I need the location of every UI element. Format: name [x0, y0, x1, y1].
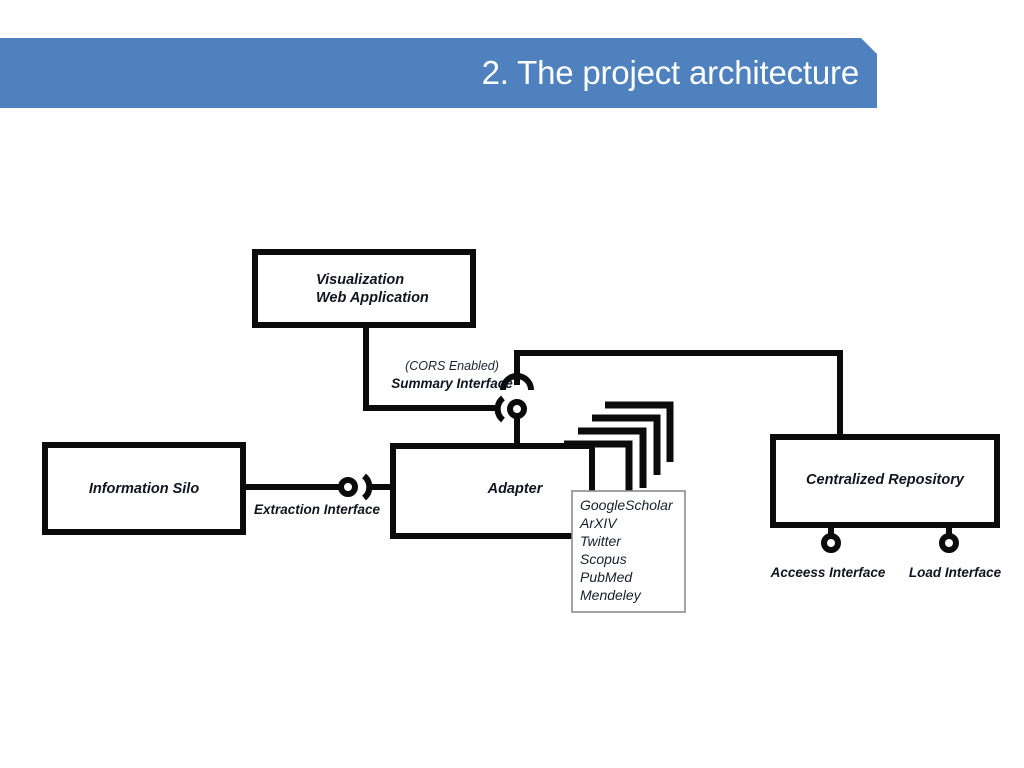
sources-list-item: Mendeley	[580, 587, 642, 603]
sources-list-box[interactable]	[571, 490, 686, 613]
access-interface-label: Acceess Interface	[770, 565, 886, 580]
summary-interface-label: Summary Interface	[391, 376, 513, 391]
access-interface-connector[interactable]	[821, 533, 841, 553]
component-information-silo-label: Information Silo	[89, 481, 200, 497]
sources-list-item: Scopus	[580, 551, 627, 567]
component-visualization-label-2: Web Application	[316, 290, 429, 306]
component-centralized-repository[interactable]	[770, 434, 1000, 528]
extraction-interface-label: Extraction Interface	[254, 502, 381, 517]
load-interface-connector[interactable]	[939, 533, 959, 553]
title-banner-shape	[0, 38, 877, 108]
line-summary-to-repository	[514, 350, 843, 440]
extraction-interface-connector[interactable]	[338, 473, 373, 501]
line-visualization-to-summary	[363, 325, 498, 411]
component-information-silo[interactable]	[42, 442, 246, 535]
sources-list-item: GoogleScholar	[580, 497, 674, 513]
component-centralized-repository-label: Centralized Repository	[806, 472, 965, 488]
summary-interface-note: (CORS Enabled)	[405, 359, 499, 373]
sources-list-item: PubMed	[580, 569, 633, 585]
component-visualization-label-1: Visualization	[316, 272, 404, 288]
component-adapter-label: Adapter	[487, 481, 544, 497]
component-visualization[interactable]	[252, 249, 476, 328]
summary-interface-connector[interactable]	[494, 373, 534, 423]
sources-list-item: Twitter	[580, 533, 622, 549]
load-interface-label: Load Interface	[909, 565, 1002, 580]
page-title: 2. The project architecture	[481, 54, 860, 91]
sources-list-item: ArXIV	[579, 515, 618, 531]
title-banner: 2. The project architecture	[0, 38, 877, 108]
